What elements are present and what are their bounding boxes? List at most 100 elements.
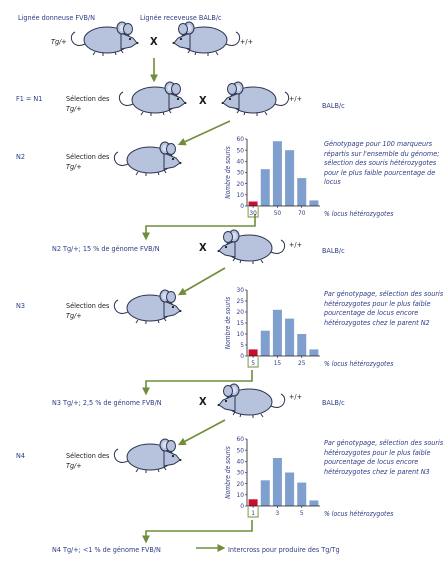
y-axis-label: Nombre de souris	[224, 146, 232, 199]
selected-tick-bracket	[247, 207, 259, 218]
y-tick-label: 10	[237, 330, 245, 338]
partner-strain-n3: BALB/c	[322, 398, 345, 407]
histogram-bar	[297, 178, 307, 206]
result-n2: N2 Tg/+; 15 % de génome FVB/N	[52, 244, 160, 253]
y-axis-label: Nombre de souris	[224, 297, 232, 350]
x-tick-label: 5	[300, 509, 304, 517]
n2-mouse-icon	[113, 141, 182, 177]
histogram-bar	[285, 150, 295, 206]
y-tick-label: 40	[237, 158, 245, 166]
y-axis-label: Nombre de souris	[224, 446, 232, 499]
result-n3: N3 Tg/+; 2,5 % de génome FVB/N	[52, 398, 162, 407]
histogram-bar	[272, 457, 282, 506]
cross-symbol-f1: X	[199, 94, 207, 107]
note-n3: Par génotypage, sélection des souris hét…	[324, 289, 444, 327]
x-tick-label: 1	[251, 509, 255, 517]
y-tick-label: 60	[237, 435, 245, 443]
y-tick-label: 20	[237, 180, 245, 188]
selection-f1-line1: Sélection des	[66, 94, 110, 103]
donor-mouse-icon	[70, 21, 139, 57]
n3-mouse-icon	[113, 289, 182, 325]
x-axis-label: % locus hétérozygotes	[324, 510, 394, 518]
recipient-mouse-icon	[172, 21, 241, 57]
histogram-bar	[309, 200, 319, 206]
partner-genotype-n2: +/+	[289, 240, 303, 249]
y-tick-label: 40	[237, 458, 245, 466]
y-tick-label: 15	[237, 319, 245, 327]
x-tick-label: 30	[249, 209, 257, 217]
histogram-bar	[260, 330, 270, 356]
histogram-bar	[309, 500, 319, 506]
arrow-n2-result	[142, 214, 256, 241]
selected-bar	[248, 349, 258, 356]
y-tick-label: 0	[240, 352, 244, 360]
x-tick-label: 5	[251, 359, 255, 367]
y-tick-label: 10	[237, 191, 245, 199]
x-tick-label: 25	[298, 359, 306, 367]
generation-label-n4: N4	[16, 451, 25, 460]
arrow-n4-result	[142, 520, 253, 544]
selected-bar	[248, 201, 258, 206]
partner-genotype-f1: +/+	[289, 94, 303, 103]
n4-mouse-icon	[113, 438, 182, 474]
note-n2: Génotypage pour 100 marqueurs répartis s…	[324, 139, 440, 187]
y-tick-label: 50	[237, 446, 245, 454]
histogram-bar	[309, 349, 319, 356]
y-tick-label: 10	[237, 491, 245, 499]
generation-label-n2: N2	[16, 152, 25, 161]
y-tick-label: 20	[237, 480, 245, 488]
n3-partner-mouse-icon	[217, 383, 286, 419]
x-tick-label: 15	[274, 359, 282, 367]
selection-n4-line2: Tg/+	[66, 461, 82, 470]
selected-tick-bracket	[247, 507, 259, 518]
histogram-bar	[260, 169, 270, 206]
partner-strain-n2: BALB/c	[322, 246, 345, 255]
y-tick-label: 0	[240, 202, 244, 210]
histogram-bar	[260, 480, 270, 506]
generation-label-n3: N3	[16, 301, 25, 310]
selected-tick-bracket	[247, 357, 259, 368]
histogram-bar	[297, 334, 307, 356]
result-n4: N4 Tg/+; <1 % de génome FVB/N	[52, 545, 161, 554]
f1-mouse-icon	[118, 81, 187, 117]
x-tick-label: 50	[274, 209, 282, 217]
final-intercross-label: Intercross pour produire des Tg/Tg	[228, 545, 340, 554]
histogram-bar	[297, 482, 307, 506]
x-tick-label: 70	[298, 209, 306, 217]
histogram-n4: 60 50 40 30 20 10 01 3 5 Nombre de souris % locus …	[224, 435, 394, 518]
y-tick-label: 0	[240, 502, 244, 510]
x-axis-label: % locus hétérozygotes	[324, 210, 394, 218]
recipient-strain-label: Lignée receveuse BALB/c	[140, 13, 222, 22]
y-tick-label: 30	[237, 286, 245, 294]
cross-symbol-n3: X	[199, 395, 207, 408]
cross-symbol-n2: X	[199, 241, 207, 254]
partner-strain-f1: BALB/c	[322, 101, 345, 110]
histogram-n2: 60 50 40 30 20 10 0 30 50 70 Nombre de souris % loc…	[224, 135, 394, 218]
histogram-bar	[272, 141, 282, 206]
histogram-bar	[285, 472, 295, 506]
arrow-to-n2	[177, 120, 231, 146]
f1-partner-mouse-icon	[221, 81, 290, 117]
donor-strain-label: Lignée donneuse FVB/N	[18, 13, 95, 22]
selection-n2-line2: Tg/+	[66, 162, 82, 171]
selection-n3-line2: Tg/+	[66, 311, 82, 320]
selection-n2-line1: Sélection des	[66, 152, 110, 161]
y-tick-label: 30	[237, 469, 245, 477]
y-tick-label: 60	[237, 135, 245, 143]
arrow-n3-result	[142, 370, 253, 396]
cross-symbol-header: X	[150, 35, 158, 48]
y-tick-label: 50	[237, 146, 245, 154]
donor-genotype: Tg/+	[51, 37, 67, 46]
selection-n4-line1: Sélection des	[66, 451, 110, 460]
y-tick-label: 25	[237, 297, 245, 305]
histogram-bar	[272, 309, 282, 356]
generation-label-f1: F1 = N1	[16, 94, 43, 103]
y-tick-label: 30	[237, 169, 245, 177]
note-n4: Par génotypage, sélection des souris hét…	[324, 438, 444, 476]
x-tick-label: 3	[276, 509, 280, 517]
histogram-bar	[285, 318, 295, 356]
progression-arrows	[142, 58, 256, 552]
selected-bar	[248, 499, 258, 506]
